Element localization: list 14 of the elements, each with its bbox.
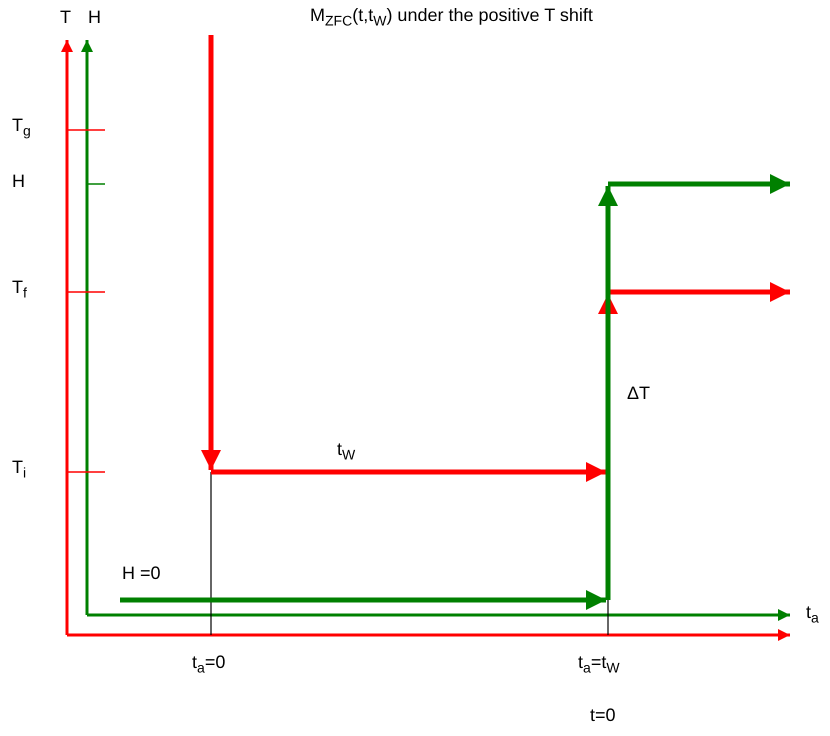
tick-label: T$_{g}$ bbox=[12, 116, 31, 139]
axis-label: T bbox=[60, 8, 71, 28]
tick-label: H bbox=[12, 172, 25, 192]
step-label: H =0 bbox=[122, 564, 161, 584]
time-label: t=0 bbox=[590, 706, 616, 726]
diagram-title: M$_{ZFC}$(t,t$_{W}$) under the positive T shift bbox=[310, 6, 593, 29]
time-label: t$_{a}$=0 bbox=[192, 653, 226, 676]
axis-label: t$_{a}$ bbox=[806, 603, 819, 626]
axis-label: H bbox=[88, 8, 101, 28]
step-label: t$_{W}$ bbox=[337, 440, 356, 463]
step-label: ΔT bbox=[627, 384, 650, 404]
tick-label: T$_{i}$ bbox=[12, 458, 26, 481]
tick-label: T$_{f}$ bbox=[12, 278, 27, 301]
time-label: t$_{a}$=t$_{W}$ bbox=[578, 653, 620, 676]
